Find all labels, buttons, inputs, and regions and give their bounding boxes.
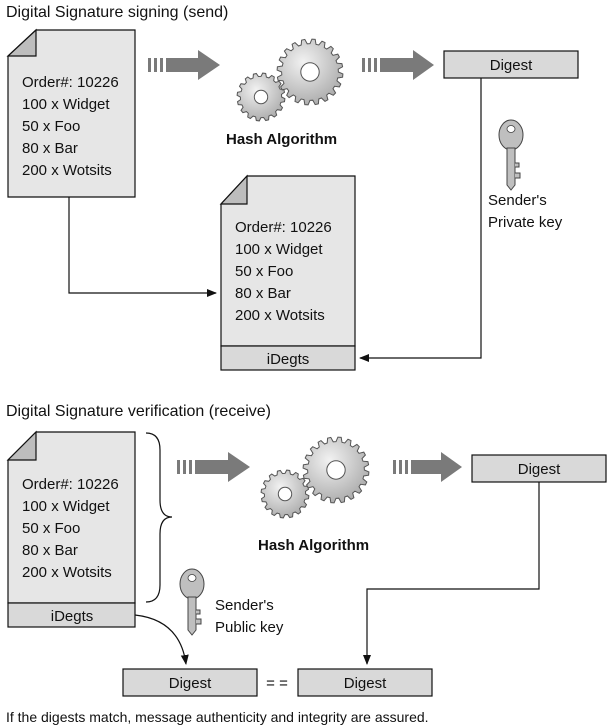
verification-heading: Digital Signature verification (receive): [6, 403, 271, 420]
signature-label: iDegts: [267, 351, 310, 368]
signature-label: iDegts: [51, 608, 94, 625]
document-line: 50 x Foo: [22, 118, 80, 135]
document-line: Order#: 10226: [22, 74, 119, 91]
digest-label: Digest: [169, 675, 212, 692]
gear-hub: [300, 62, 320, 82]
flow-arrow: [362, 50, 434, 80]
document-line: 100 x Widget: [235, 241, 323, 258]
document-line: 100 x Widget: [22, 96, 110, 113]
connector-arrow: [134, 614, 189, 665]
flow-arrow: [177, 452, 250, 482]
connector-arrow: [363, 482, 540, 665]
digest-label: Digest: [518, 461, 561, 478]
signature-box: [220, 345, 356, 371]
digest-label: Digest: [490, 57, 533, 74]
signing-document: Order#: 10226 100 x Widget 50 x Foo 80 x…: [6, 28, 136, 198]
document-line: 100 x Widget: [22, 498, 110, 515]
signing-heading: Digital Signature signing (send): [6, 4, 228, 21]
decrypted-digest-box: [122, 668, 258, 697]
flow-arrow: [393, 452, 462, 482]
hash-algorithm-label: Hash Algorithm: [226, 131, 337, 148]
gear-hub: [277, 486, 293, 502]
footer-note: If the digests match, message authentici…: [6, 709, 429, 725]
document-line: 200 x Wotsits: [22, 564, 112, 581]
key-label: Public key: [215, 619, 284, 636]
document-line: 80 x Bar: [235, 285, 291, 302]
flow-arrow: [148, 50, 220, 80]
document-line: 200 x Wotsits: [22, 162, 112, 179]
document-line: 80 x Bar: [22, 542, 78, 559]
document-line: Order#: 10226: [22, 476, 119, 493]
digest-box: [443, 50, 579, 79]
gear-hub: [326, 460, 346, 480]
hash-algorithm-label: Hash Algorithm: [258, 537, 369, 554]
signed-document: Order#: 10226 100 x Widget 50 x Foo 80 x…: [219, 174, 356, 347]
gear-hub: [253, 89, 269, 105]
connector-arrow: [68, 197, 217, 297]
document-line: 50 x Foo: [235, 263, 293, 280]
key-label: Private key: [488, 214, 563, 231]
key-label: Sender's: [215, 597, 274, 614]
key-label: Sender's: [488, 192, 547, 209]
received-document: Order#: 10226 100 x Widget 50 x Foo 80 x…: [6, 430, 136, 604]
document-line: 80 x Bar: [22, 140, 78, 157]
public-key-icon: [179, 568, 205, 636]
compare-operator: = =: [266, 675, 288, 692]
gears-icon: [260, 436, 370, 519]
document-line: 50 x Foo: [22, 520, 80, 537]
private-key-icon: [498, 119, 524, 191]
curly-brace: [145, 432, 173, 603]
digest-label: Digest: [344, 675, 387, 692]
digest-box: [471, 454, 607, 483]
connector-arrow: [359, 78, 482, 362]
gears-icon: [236, 38, 344, 122]
document-line: 200 x Wotsits: [235, 307, 325, 324]
document-line: Order#: 10226: [235, 219, 332, 236]
computed-digest-box: [297, 668, 433, 697]
